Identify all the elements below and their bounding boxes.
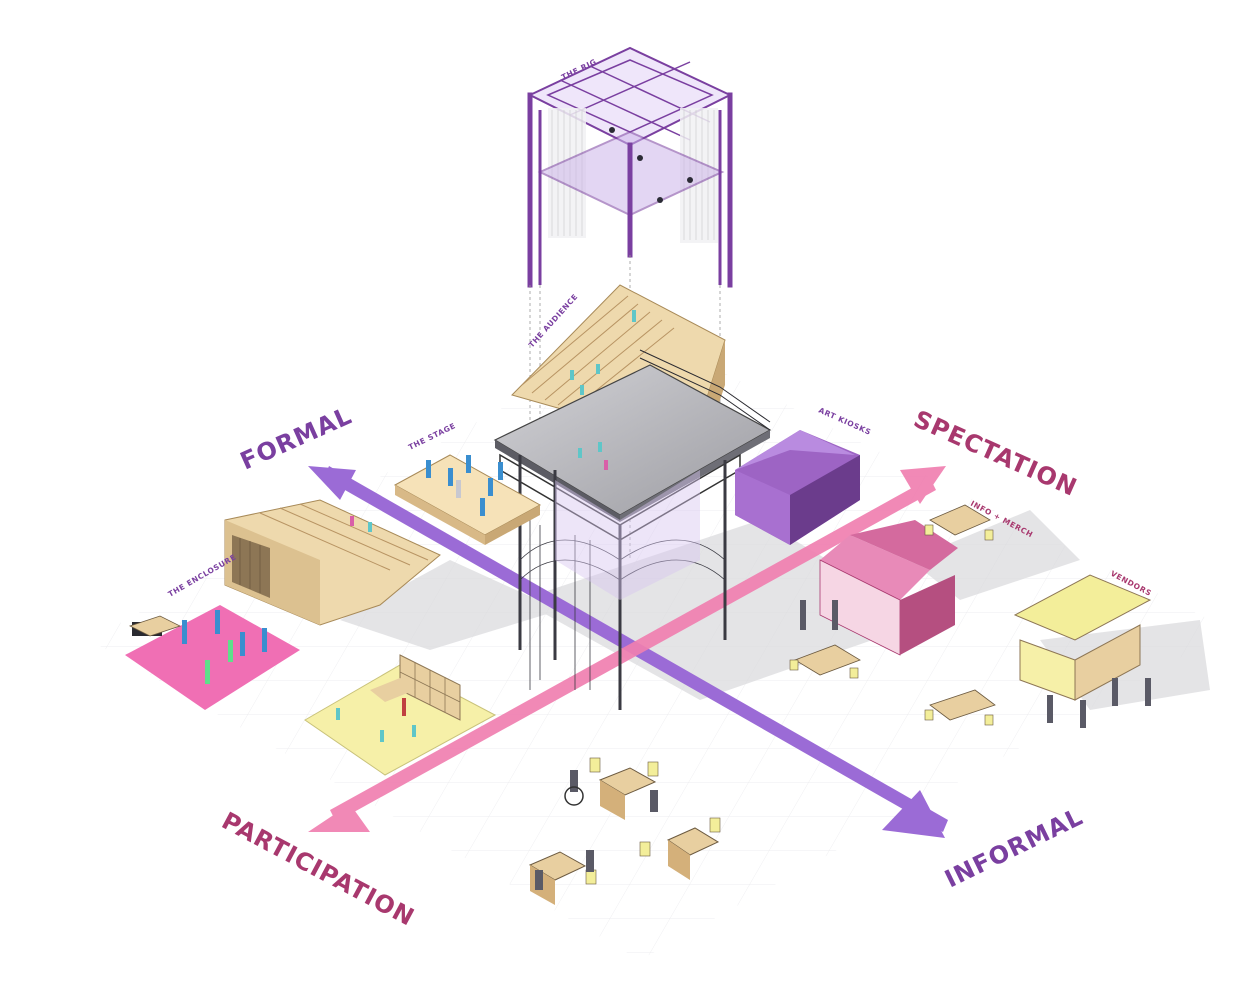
spectators: [800, 600, 838, 630]
the-enclosure: [224, 499, 441, 626]
formal-arrowhead: [308, 466, 356, 500]
yellow-workshop-zone: [304, 654, 497, 776]
informal-arrowhead: [882, 790, 945, 838]
participation-arrowhead: [308, 804, 370, 832]
art-kiosk: [735, 430, 860, 545]
informal-label: INFORMAL: [940, 802, 1087, 893]
the-stage: [393, 454, 542, 545]
info-merch-kiosk: [819, 520, 958, 656]
formal-label: FORMAL: [236, 401, 356, 475]
the-rig: [527, 46, 733, 560]
spectation-participation-axis: [308, 466, 946, 832]
vendors-stall: [1013, 574, 1152, 728]
cafe-chairs: [789, 524, 994, 726]
spectation-arrowhead: [900, 466, 946, 504]
cafe-seating: [128, 504, 996, 721]
game-tables: [528, 757, 721, 905]
canopy-structure: [493, 349, 772, 710]
